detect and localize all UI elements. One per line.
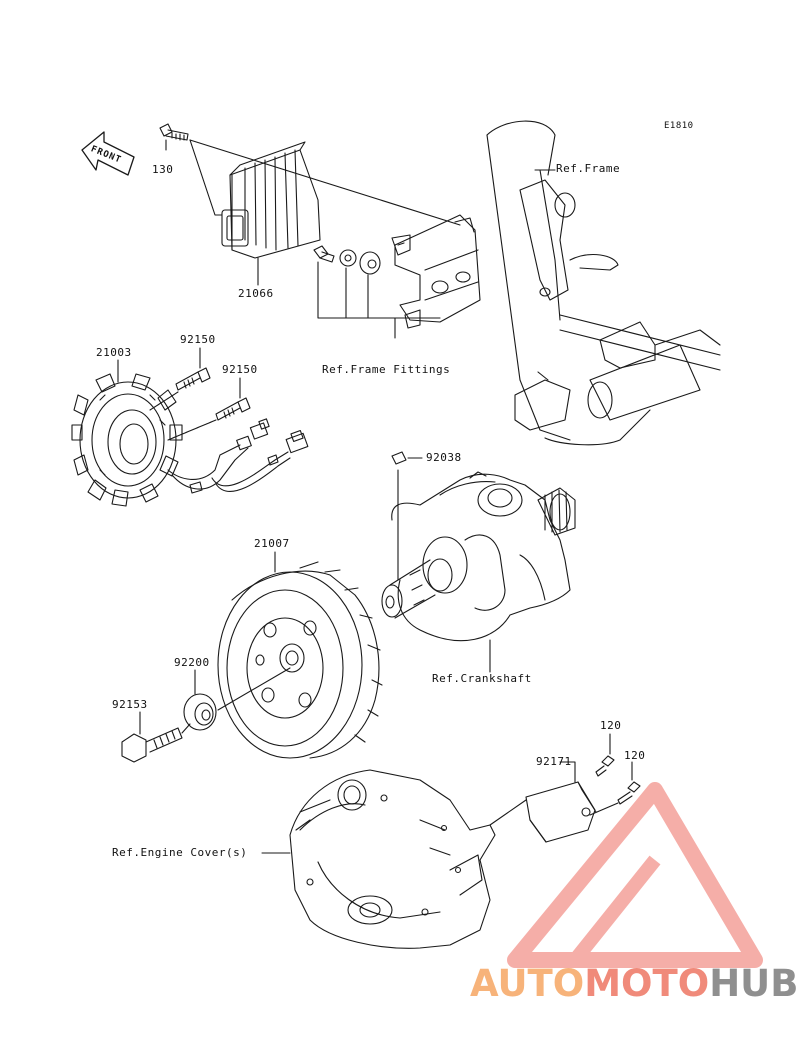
part-label-92150-b: 92150 bbox=[222, 363, 258, 376]
plate-92171 bbox=[525, 781, 597, 843]
leader-rotor-center bbox=[217, 667, 291, 711]
leader-120-to-plate bbox=[589, 802, 619, 816]
leader-92171 bbox=[559, 761, 576, 783]
bolt-130 bbox=[159, 123, 189, 141]
engine-cover bbox=[289, 769, 496, 949]
diagram-code: E1810 bbox=[664, 121, 694, 131]
part-label-92150-a: 92150 bbox=[180, 333, 216, 346]
watermark-auto: AUTO bbox=[470, 962, 585, 1005]
leader-frame-fittings bbox=[317, 261, 441, 339]
part-label-92200: 92200 bbox=[174, 656, 210, 669]
stator-wiring-harness bbox=[167, 418, 309, 494]
regulator-rectifier-21066 bbox=[221, 141, 321, 286]
part-label-21066: 21066 bbox=[238, 287, 274, 300]
part-label-120-a: 120 bbox=[600, 719, 622, 732]
rotor-flywheel-21007 bbox=[217, 561, 383, 759]
ref-label-frame: Ref.Frame bbox=[556, 162, 621, 175]
crankshaft-assembly bbox=[381, 471, 576, 642]
mounting-bracket bbox=[391, 214, 481, 329]
frame-fitting-bolt bbox=[313, 245, 335, 263]
stator-bolt-92150-b bbox=[215, 397, 251, 421]
watermark-moto: MOTO bbox=[584, 962, 710, 1005]
frame-fitting-washer-1 bbox=[339, 249, 357, 267]
flywheel-bolt-92153 bbox=[121, 727, 183, 763]
automotohub-logo-mark bbox=[507, 782, 763, 968]
part-label-21003: 21003 bbox=[96, 346, 132, 359]
washer-92200 bbox=[183, 693, 217, 731]
part-label-130: 130 bbox=[152, 163, 174, 176]
leader-130-b bbox=[189, 139, 461, 226]
leader-92153-to-washer bbox=[181, 723, 191, 734]
part-label-21007: 21007 bbox=[254, 537, 290, 550]
part-label-92171: 92171 bbox=[536, 755, 572, 768]
ref-label-frame-fittings: Ref.Frame Fittings bbox=[322, 363, 451, 376]
automotohub-watermark: AUTOMOTOHUB bbox=[470, 962, 798, 1005]
front-arrow-icon bbox=[81, 131, 135, 176]
stator-bolt-92150-a bbox=[175, 367, 211, 391]
woodruff-key-92038 bbox=[391, 451, 407, 465]
motorcycle-frame bbox=[486, 120, 721, 446]
watermark-hub: HUB bbox=[709, 962, 799, 1005]
ref-label-engine-cover: Ref.Engine Cover(s) bbox=[112, 846, 248, 859]
screw-120-b bbox=[617, 781, 641, 805]
part-label-92153: 92153 bbox=[112, 698, 148, 711]
part-label-120-b: 120 bbox=[624, 749, 646, 762]
stator-21003 bbox=[71, 373, 183, 507]
leader-92171-to-cover bbox=[489, 799, 527, 826]
part-label-92038: 92038 bbox=[426, 451, 462, 464]
leader-130-a bbox=[189, 139, 223, 216]
screw-120-a bbox=[595, 755, 615, 777]
ref-label-crankshaft: Ref.Crankshaft bbox=[432, 672, 532, 685]
frame-fitting-washer-2 bbox=[359, 251, 381, 275]
leader-92150-to-stator bbox=[149, 391, 217, 441]
